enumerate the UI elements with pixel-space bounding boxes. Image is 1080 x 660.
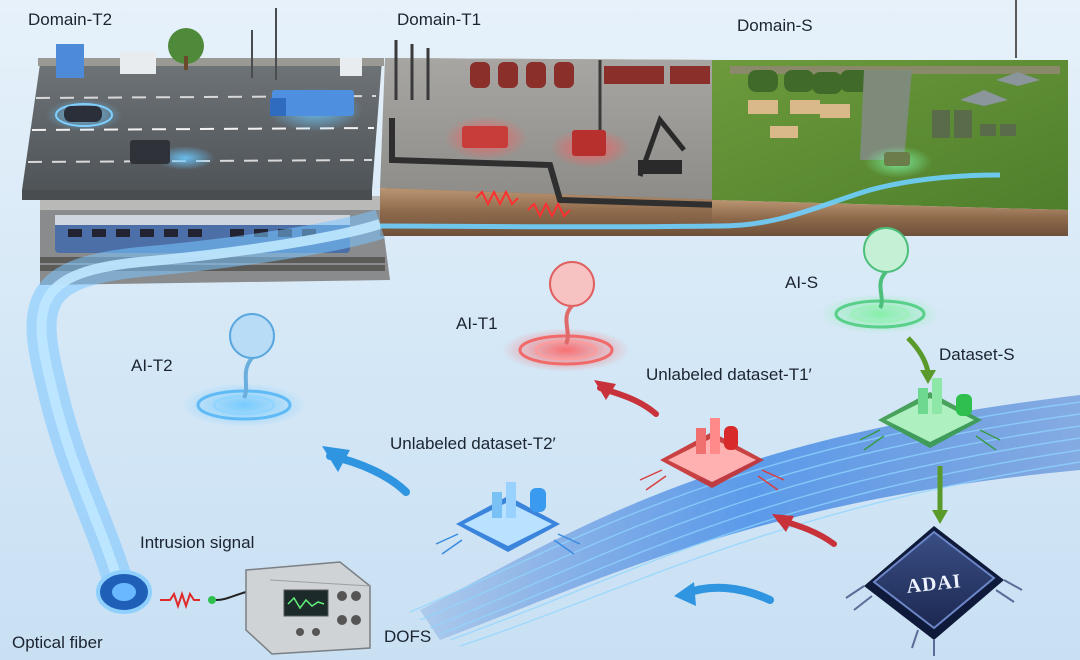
- domain-t1-terrain: [380, 40, 722, 236]
- vibration-pulse: [527, 201, 571, 219]
- dofs-label: DOFS: [384, 627, 432, 646]
- dataset-s-chip: [859, 378, 1001, 451]
- intrusion-signal-wave: [160, 590, 247, 610]
- domain-s-terrain: [712, 0, 1068, 236]
- car: [64, 106, 102, 122]
- domain-s-label: Domain-S: [737, 16, 813, 35]
- dataset-t1-chip: [639, 418, 785, 491]
- pump-jack: [637, 114, 686, 177]
- domain-t1-label: Domain-T1: [397, 10, 482, 29]
- tents: [748, 70, 870, 94]
- data-stream: [409, 395, 1080, 647]
- ai-s-label: AI-S: [785, 273, 819, 292]
- drill-rig: [462, 126, 508, 148]
- flow-arrows: [322, 336, 948, 606]
- arrow-to-dataset-s: [906, 336, 931, 373]
- barracks: [748, 100, 850, 138]
- optical-fiber: [26, 172, 1001, 614]
- jet: [996, 72, 1040, 86]
- ai-t1-label: AI-T1: [456, 314, 498, 333]
- dataset-t2-label: Unlabeled dataset-T2′: [390, 434, 556, 453]
- arrow-to-dataset-t2: [680, 583, 774, 604]
- jet: [960, 90, 1008, 106]
- kiosk: [56, 44, 84, 78]
- tank: [884, 152, 910, 166]
- vehicles: [932, 110, 1016, 138]
- ai-t1-robot: [502, 261, 630, 372]
- tree: [168, 28, 204, 64]
- domain-t2-label: Domain-T2: [28, 10, 113, 29]
- excavator: [130, 140, 170, 164]
- ai-t2-label: AI-T2: [131, 356, 173, 375]
- truck: [272, 90, 354, 116]
- oil-tanks: [470, 62, 710, 88]
- ai-t2-robot: [182, 313, 306, 427]
- dataset-t2-chip: [435, 482, 581, 555]
- crane: [572, 130, 606, 156]
- dataset-s-label: Dataset-S: [939, 345, 1015, 364]
- intrusion-signal-label: Intrusion signal: [140, 533, 255, 552]
- adai-chip: [845, 526, 1023, 656]
- ai-s-robot: [820, 227, 940, 334]
- optical-fiber-label: Optical fiber: [12, 633, 103, 652]
- dofs-device: [245, 561, 371, 655]
- dataset-t1-label: Unlabeled dataset-T1′: [646, 365, 812, 384]
- vibration-pulse: [475, 189, 519, 207]
